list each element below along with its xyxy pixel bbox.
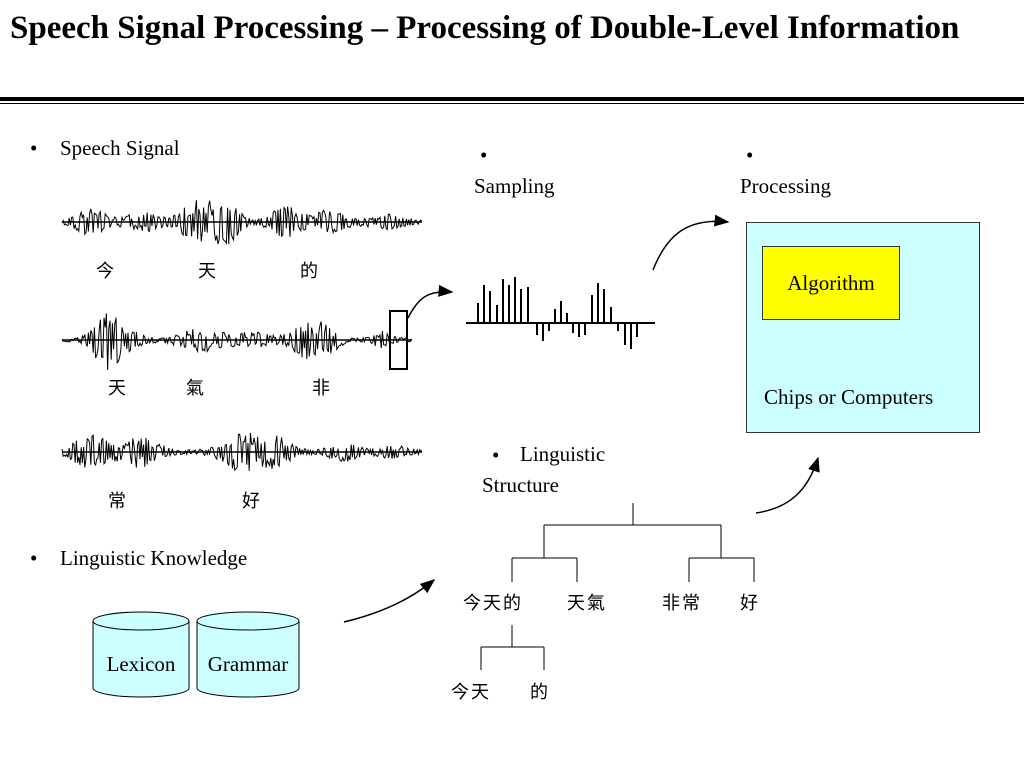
title-divider-thin xyxy=(0,103,1024,104)
label-processing: Processing xyxy=(740,174,831,198)
wave2-char-3: 非 xyxy=(312,378,330,399)
bullet-linguistic-structure: • xyxy=(492,443,500,467)
algorithm-box: Algorithm xyxy=(762,246,900,320)
wave2-char-1: 天 xyxy=(108,378,126,399)
title-divider xyxy=(0,97,1024,101)
speech-waveform-2 xyxy=(61,313,412,371)
label-speech-signal: Speech Signal xyxy=(60,136,180,160)
wave3-char-2: 好 xyxy=(242,491,260,512)
tree-leaf-1: 今天 xyxy=(451,682,491,703)
parse-tree xyxy=(480,503,755,670)
tree-node-1: 今天的 xyxy=(463,593,523,614)
wave2-char-2: 氣 xyxy=(186,378,204,399)
label-linguistic-knowledge: Linguistic Knowledge xyxy=(60,546,248,570)
label-chips: Chips or Computers xyxy=(764,385,934,409)
bullet-processing: • xyxy=(746,143,754,167)
arrow-to-tree xyxy=(343,579,436,623)
arrow-to-processing xyxy=(652,214,730,271)
tree-node-3: 非常 xyxy=(662,593,702,614)
wave1-char-3: 的 xyxy=(300,261,318,282)
wave1-char-1: 今 xyxy=(96,261,114,282)
arrow-to-sampling xyxy=(407,284,454,319)
label-sampling: Sampling xyxy=(474,174,555,198)
arrow-to-chips xyxy=(755,456,820,514)
wave1-char-2: 天 xyxy=(198,261,216,282)
label-linguistic-structure-2: Structure xyxy=(482,473,559,497)
label-lexicon: Lexicon xyxy=(106,652,176,676)
tree-leaf-2: 的 xyxy=(530,682,548,703)
label-linguistic-structure-1: Linguistic xyxy=(520,442,606,466)
sampled-signal xyxy=(466,277,655,349)
speech-waveform-1 xyxy=(61,200,423,245)
page-title: Speech Signal Processing – Processing of… xyxy=(10,10,960,46)
grammar-cylinder xyxy=(196,611,300,698)
bullet-speech-signal: • xyxy=(30,136,38,160)
algorithm-label: Algorithm xyxy=(787,270,875,295)
bullet-linguistic-knowledge: • xyxy=(30,546,38,570)
speech-waveform-3 xyxy=(61,432,423,472)
tree-node-2: 天氣 xyxy=(567,593,607,614)
lexicon-cylinder xyxy=(92,611,190,698)
tree-node-4: 好 xyxy=(740,593,758,614)
wave3-char-1: 常 xyxy=(108,491,126,512)
bullet-sampling: • xyxy=(480,143,488,167)
label-grammar: Grammar xyxy=(207,652,289,676)
sample-window-box xyxy=(389,310,408,370)
